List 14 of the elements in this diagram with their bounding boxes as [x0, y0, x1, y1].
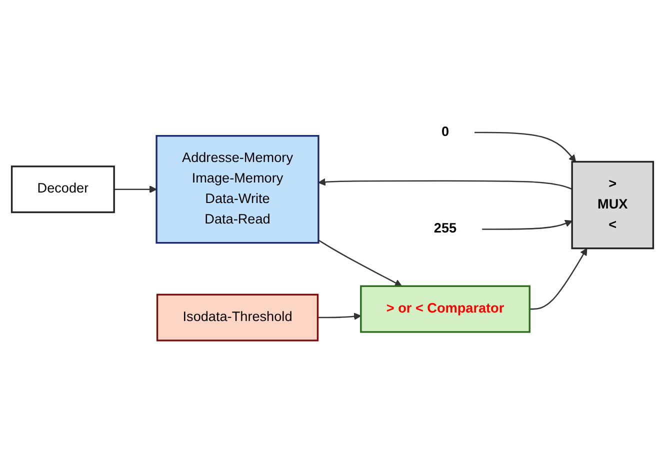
node-box: Decoder [10, 166, 115, 214]
arrow [318, 240, 402, 286]
arrow [318, 312, 362, 320]
arrow [114, 186, 157, 194]
arrow [474, 132, 576, 162]
node-box: > MUX < [571, 160, 654, 250]
node-box: > or < Comparator [360, 285, 530, 333]
arrow [530, 248, 588, 310]
node-box: Isodata-Threshold [156, 294, 319, 342]
arrow [482, 220, 572, 230]
node-text: 255 [434, 222, 457, 236]
node-box: Addresse-Memory Image-Memory Data-Write Data-Read [156, 135, 320, 244]
arrow [318, 178, 572, 190]
node-text: 0 [441, 124, 450, 140]
